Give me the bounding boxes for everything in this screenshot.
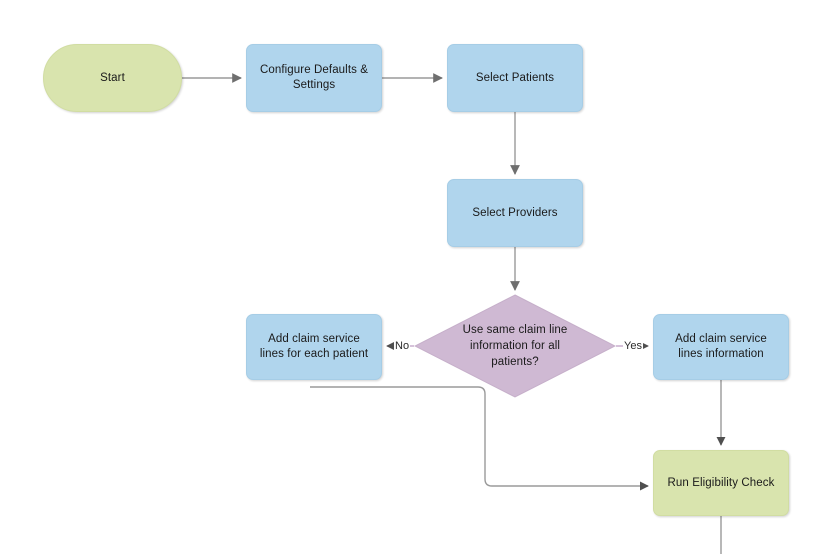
edge-label-no: No: [394, 340, 411, 352]
node-add-claim-service-lines-each-patient-label: Add claim service lines for each patient: [259, 333, 369, 360]
node-add-claim-service-lines-information[interactable]: Add claim service lines information: [653, 314, 789, 380]
node-select-providers[interactable]: Select Providers: [447, 179, 583, 247]
node-add-claim-service-lines-information-label: Add claim service lines information: [675, 333, 767, 360]
node-select-providers-label: Select Providers: [472, 206, 558, 219]
node-configure-defaults-settings-label: Configure Defaults & Settings: [259, 64, 369, 91]
node-start[interactable]: Start: [43, 44, 182, 112]
edge-label-yes: Yes: [623, 340, 643, 352]
node-decision-use-same-claim-line[interactable]: Use same claim line information for all …: [414, 294, 616, 398]
node-select-patients-label: Select Patients: [475, 71, 555, 84]
node-start-label: Start: [100, 71, 125, 84]
node-select-patients[interactable]: Select Patients: [447, 44, 583, 112]
node-run-eligibility-check-label: Run Eligibility Check: [667, 476, 775, 489]
node-configure-defaults-settings[interactable]: Configure Defaults & Settings: [246, 44, 382, 112]
node-decision-use-same-claim-line-label: Use same claim line information for all …: [462, 324, 568, 368]
diamond-shape-icon: [414, 294, 616, 398]
connector-each-patient-to-run-eligibility: [310, 386, 649, 491]
node-add-claim-service-lines-each-patient[interactable]: Add claim service lines for each patient: [246, 314, 382, 380]
node-run-eligibility-check[interactable]: Run Eligibility Check: [653, 450, 789, 516]
